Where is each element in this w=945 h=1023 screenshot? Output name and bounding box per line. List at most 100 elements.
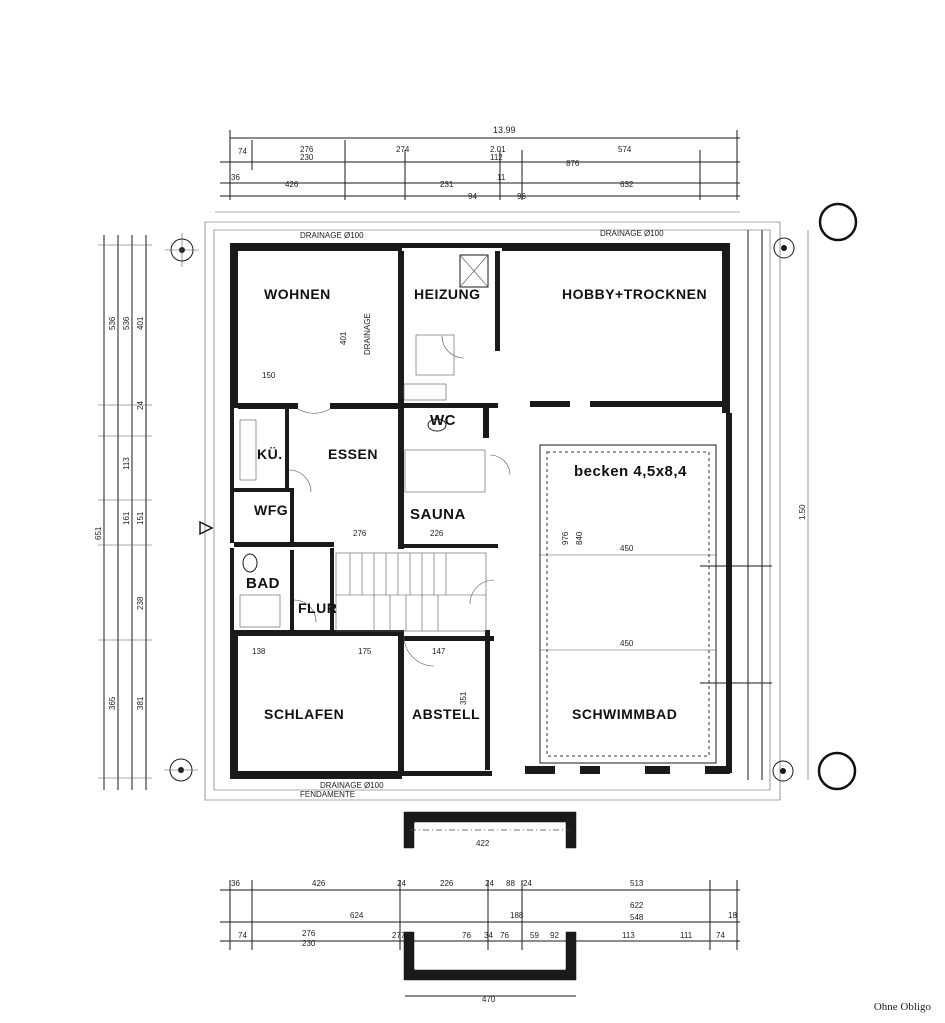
dim-bot-r3-8: 59 — [530, 931, 539, 940]
staircase — [335, 552, 487, 632]
room-label-wohnen: WOHNEN — [264, 286, 331, 302]
room-inner-dimensions: 150 401 276 226 175 147 138 351 DRAINAGE — [252, 313, 468, 705]
room-label-hobby: HOBBY+TROCKNEN — [562, 286, 707, 302]
dim-schlafen-w: 175 — [358, 647, 372, 656]
dim-top-r2-5: 632 — [620, 180, 634, 189]
fundament-note: FENDAMENTE — [300, 790, 355, 799]
heater-unit — [403, 383, 447, 401]
marker-top-right-small — [773, 237, 795, 259]
dim-left-6: 161 — [122, 511, 131, 525]
marker-bottom-right-large — [817, 751, 857, 791]
dim-left-1: 536 — [108, 316, 117, 330]
dim-bot-r3-10: 113 — [622, 931, 635, 940]
room-label-heizung: HEIZUNG — [414, 286, 481, 302]
dim-bot-r1-1: 36 — [231, 879, 240, 888]
exterior-walls — [230, 243, 732, 779]
dim-bot-r1-7: 24 — [523, 879, 532, 888]
room-label-sauna: SAUNA — [410, 506, 466, 523]
room-label-bad: BAD — [246, 575, 280, 592]
left-dimension-lines: 651 536 536 401 24 113 161 151 238 365 3… — [94, 235, 152, 790]
dim-top-r2-2: 426 — [285, 180, 299, 189]
room-label-kueche: KÜ. — [257, 446, 283, 462]
dim-left-4: 24 — [136, 401, 145, 410]
disclaimer-text: Ohne Obligo — [873, 1001, 931, 1013]
corner-markers — [164, 202, 858, 791]
dim-wohnen-w: 150 — [262, 371, 276, 380]
dim-top-2b: 230 — [300, 153, 314, 162]
drainage-bottom-note: DRAINAGE Ø100 — [320, 781, 384, 790]
dim-bot-r2-1: 624 — [350, 911, 364, 920]
dim-bot-r1-6: 88 — [506, 879, 515, 888]
dim-bot-r2-3: 188 — [510, 911, 524, 920]
pool-dim-4: 840 — [575, 531, 584, 545]
dim-top-4: 2.01 — [490, 145, 506, 154]
tank-unit — [415, 334, 455, 376]
marker-bottom-left — [164, 758, 198, 782]
dim-left-2: 536 — [122, 316, 131, 330]
dim-bot-r3-12: 74 — [716, 931, 725, 940]
top-dimension-lines: 13.99 74 276 230 274 2.01 112 876 574 36… — [215, 125, 740, 213]
dim-top-r2-1: 36 — [231, 173, 240, 182]
drainage-top-note-2: DRAINAGE Ø100 — [600, 229, 664, 238]
room-label-flur: FLUR — [298, 600, 337, 616]
dim-top-1: 74 — [238, 147, 247, 156]
boiler-unit — [459, 254, 489, 288]
dim-wohnen-h: 401 — [339, 331, 348, 345]
bathtub — [239, 594, 281, 628]
dim-bot-r1-8: 513 — [630, 879, 644, 888]
dim-bot-r3-5: 76 — [462, 931, 471, 940]
dim-bot-r3-9: 92 — [550, 931, 559, 940]
dim-bot-r2-2: 622 — [630, 901, 644, 910]
sauna-bench — [404, 449, 486, 493]
dim-bot-r3-4: 277 — [392, 931, 406, 940]
toilet-bad — [242, 553, 258, 573]
dim-abstell-h: 351 — [459, 691, 468, 705]
interior-walls — [234, 251, 730, 776]
dim-top-total: 13.99 — [493, 125, 516, 135]
drainage-top-note: DRAINAGE Ø100 — [300, 231, 364, 240]
dim-bot-r1-2: 426 — [312, 879, 326, 888]
dim-bot-total: 470 — [482, 995, 496, 1004]
foundation-outline: DRAINAGE Ø100 DRAINAGE Ø100 DRAINAGE Ø10… — [204, 221, 781, 801]
dim-left-10: 381 — [136, 696, 145, 710]
dim-essen-w: 276 — [353, 529, 367, 538]
dim-bot-r1-3: 24 — [397, 879, 406, 888]
dim-bot-r2-5: 18 — [728, 911, 737, 920]
room-label-schlafen: SCHLAFEN — [264, 706, 344, 722]
dim-top-small-2: 96 — [517, 192, 526, 201]
drainage-note-wohnen: DRAINAGE — [363, 313, 372, 355]
marker-bottom-right-small — [772, 760, 794, 782]
dim-bot-r3-2: 276 — [302, 929, 316, 938]
dim-left-3: 401 — [136, 316, 145, 330]
dim-bot-r1-5: 24 — [485, 879, 494, 888]
toilet-wc — [427, 418, 447, 432]
pool-dim-1: 450 — [620, 544, 634, 553]
dim-bot-r3-7: 76 — [500, 931, 509, 940]
dim-top-small-1: 94 — [468, 192, 477, 201]
dim-left-7: 151 — [136, 511, 145, 525]
marker-top-left — [165, 233, 199, 267]
room-labels: WOHNEN HEIZUNG HOBBY+TROCKNEN KÜ. ESSEN … — [246, 286, 707, 722]
right-dimension-lines: 1.50 — [747, 230, 809, 780]
dim-left-8: 238 — [136, 596, 145, 610]
room-label-becken: becken 4,5x8,4 — [574, 463, 687, 480]
dim-bad-w: 138 — [252, 647, 266, 656]
dim-left-9: 365 — [108, 696, 117, 710]
dim-right-total: 1.50 — [798, 504, 807, 520]
dim-top-3: 274 — [396, 145, 410, 154]
exterior-stair-block: 422 — [403, 811, 577, 981]
pool-dim-2: 450 — [620, 639, 634, 648]
fixtures — [239, 254, 489, 628]
dim-bot-r3-3: 230 — [302, 939, 316, 948]
marker-top-right-large — [818, 202, 858, 242]
dim-stair-width: 422 — [476, 839, 490, 848]
room-label-abstell: ABSTELL — [412, 706, 480, 722]
dim-bot-r3-11: 111 — [680, 931, 693, 940]
dim-sauna-w: 226 — [430, 529, 444, 538]
dim-top-r2-4: 11 — [497, 173, 506, 182]
dim-top-4b: 112 — [490, 153, 503, 162]
dim-left-total: 651 — [94, 526, 103, 540]
dim-bot-r3-6: 34 — [484, 931, 493, 940]
entrance-arrow-icon — [199, 520, 214, 536]
dim-top-6: 574 — [618, 145, 632, 154]
